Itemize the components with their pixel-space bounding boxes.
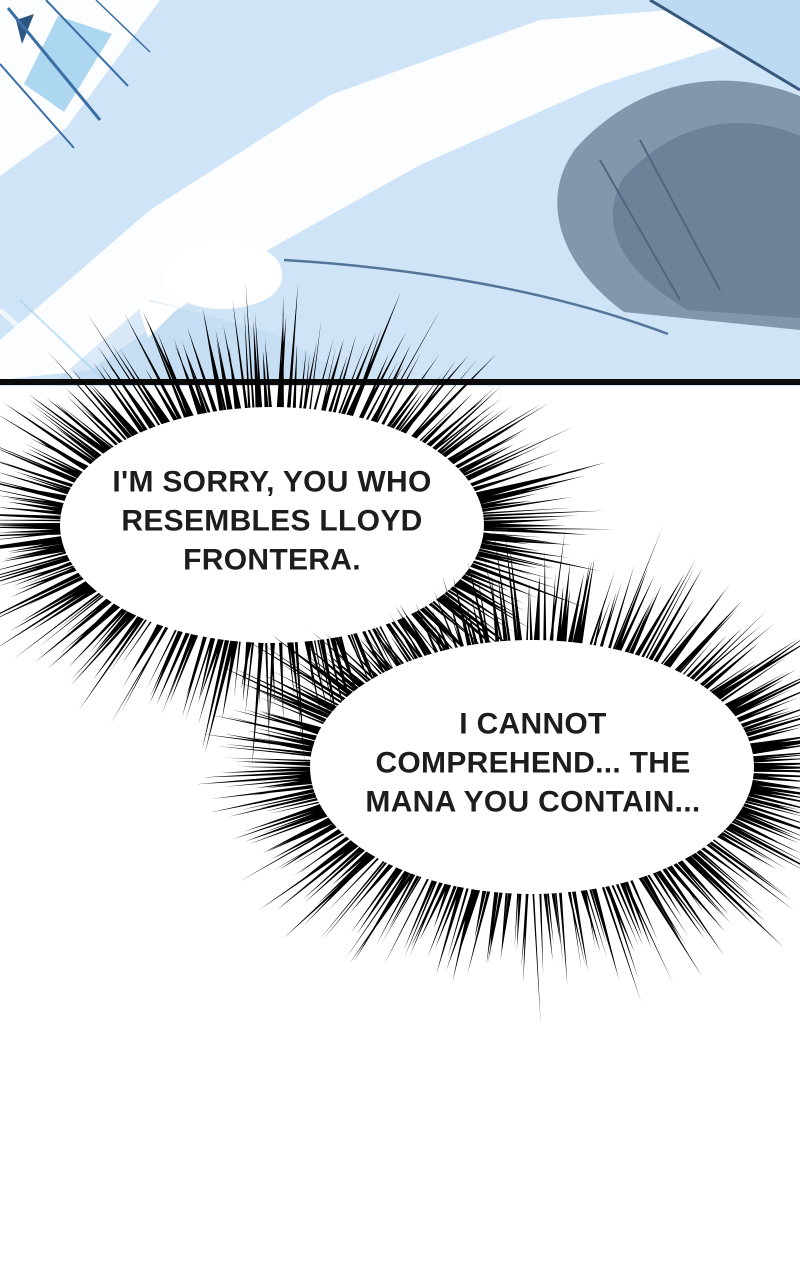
speech-text-1: I'M SORRY, YOU WHO RESEMBLES LLOYD FRONT… bbox=[112, 463, 431, 580]
panel-border bbox=[0, 379, 800, 385]
speech-line: FRONTERA. bbox=[183, 543, 361, 577]
speech-line: MANA YOU CONTAIN... bbox=[365, 785, 701, 819]
wedge-edge-line bbox=[649, 0, 800, 92]
shadow-region-dark bbox=[612, 122, 800, 318]
speech-line: COMPREHEND... THE bbox=[375, 746, 691, 780]
ice-streaks bbox=[0, 0, 160, 176]
speech-text-2: I CANNOT COMPREHEND... THE MANA YOU CONT… bbox=[365, 705, 700, 822]
speech-line: I'M SORRY, YOU WHO bbox=[112, 465, 432, 499]
artwork-panel bbox=[0, 0, 800, 386]
speech-line: I CANNOT bbox=[459, 707, 607, 741]
shadow-streak bbox=[599, 159, 681, 301]
shadow-streak bbox=[639, 139, 721, 291]
speech-line: RESEMBLES LLOYD bbox=[121, 504, 423, 538]
artwork-illustration bbox=[0, 0, 800, 386]
